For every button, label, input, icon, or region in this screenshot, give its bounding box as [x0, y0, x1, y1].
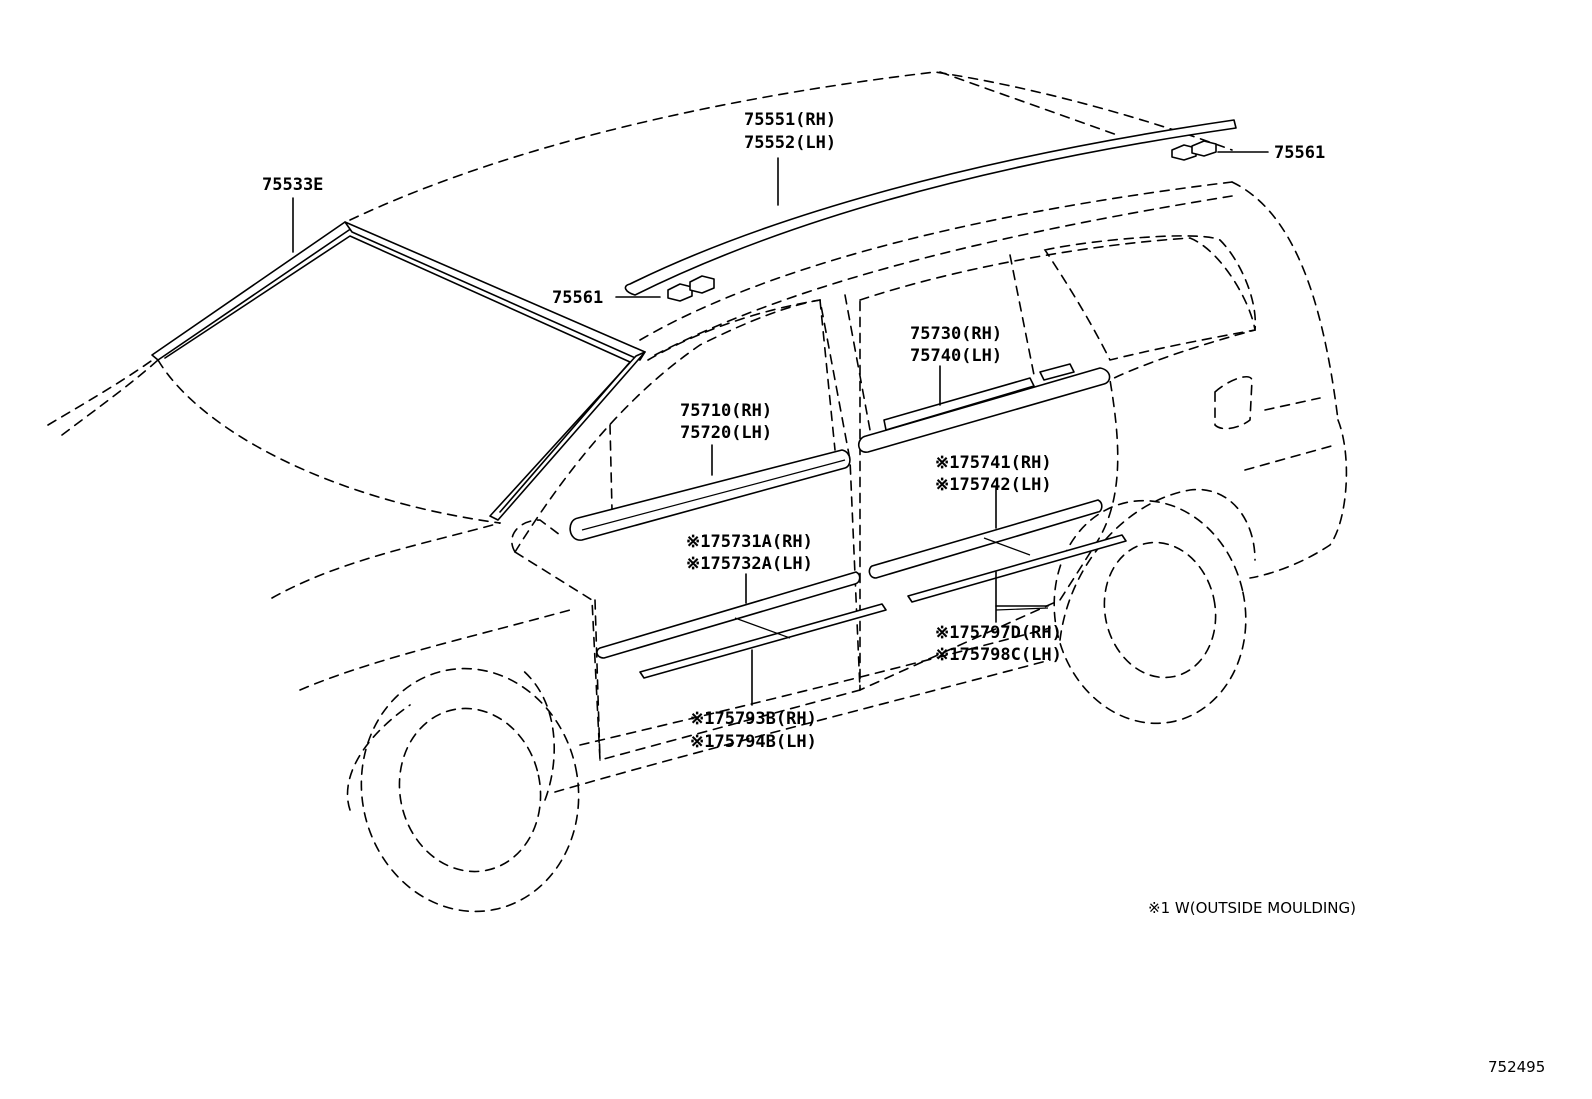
label-75741-rh: ※175741(RH)	[935, 453, 1052, 473]
label-75740-lh: 75740(LH)	[910, 346, 1002, 366]
rear-rocker-moulding	[907, 534, 1127, 603]
diagram-id: 752495	[1488, 1058, 1545, 1076]
label-75732a-lh: ※175732A(LH)	[686, 554, 813, 574]
front-rocker-moulding	[639, 603, 887, 679]
label-75533e: 75533E	[262, 175, 323, 195]
clip-75561-left	[667, 275, 715, 302]
front-door-side-moulding	[596, 571, 861, 659]
label-75794b-lh: ※175794B(LH)	[690, 732, 817, 752]
vehicle-body-outline	[47, 71, 1348, 913]
label-75742-lh: ※175742(LH)	[935, 475, 1052, 495]
front-door-belt-moulding	[569, 449, 851, 541]
label-75731a-rh: ※175731A(RH)	[686, 532, 813, 552]
label-75797d-rh: ※175797D(RH)	[935, 623, 1062, 643]
label-75561-top: 75561	[1274, 143, 1325, 163]
roof-drip-moulding	[624, 119, 1237, 296]
label-75561-left: 75561	[552, 288, 603, 308]
footnote-outside-moulding: ※1 W(OUTSIDE MOULDING)	[1148, 899, 1356, 917]
label-75710-rh: 75710(RH)	[680, 401, 772, 421]
rear-door-belt-moulding	[857, 363, 1111, 453]
clip-75561-right	[1171, 140, 1217, 161]
windshield-moulding	[151, 221, 646, 521]
label-75798c-lh: ※175798C(LH)	[935, 645, 1062, 665]
label-75730-rh: 75730(RH)	[910, 324, 1002, 344]
leader-lines	[292, 151, 1269, 706]
label-75793b-rh: ※175793B(RH)	[690, 709, 817, 729]
label-75551-rh: 75551(RH)	[744, 110, 836, 130]
label-75552-lh: 75552(LH)	[744, 133, 836, 153]
label-75720-lh: 75720(LH)	[680, 423, 772, 443]
